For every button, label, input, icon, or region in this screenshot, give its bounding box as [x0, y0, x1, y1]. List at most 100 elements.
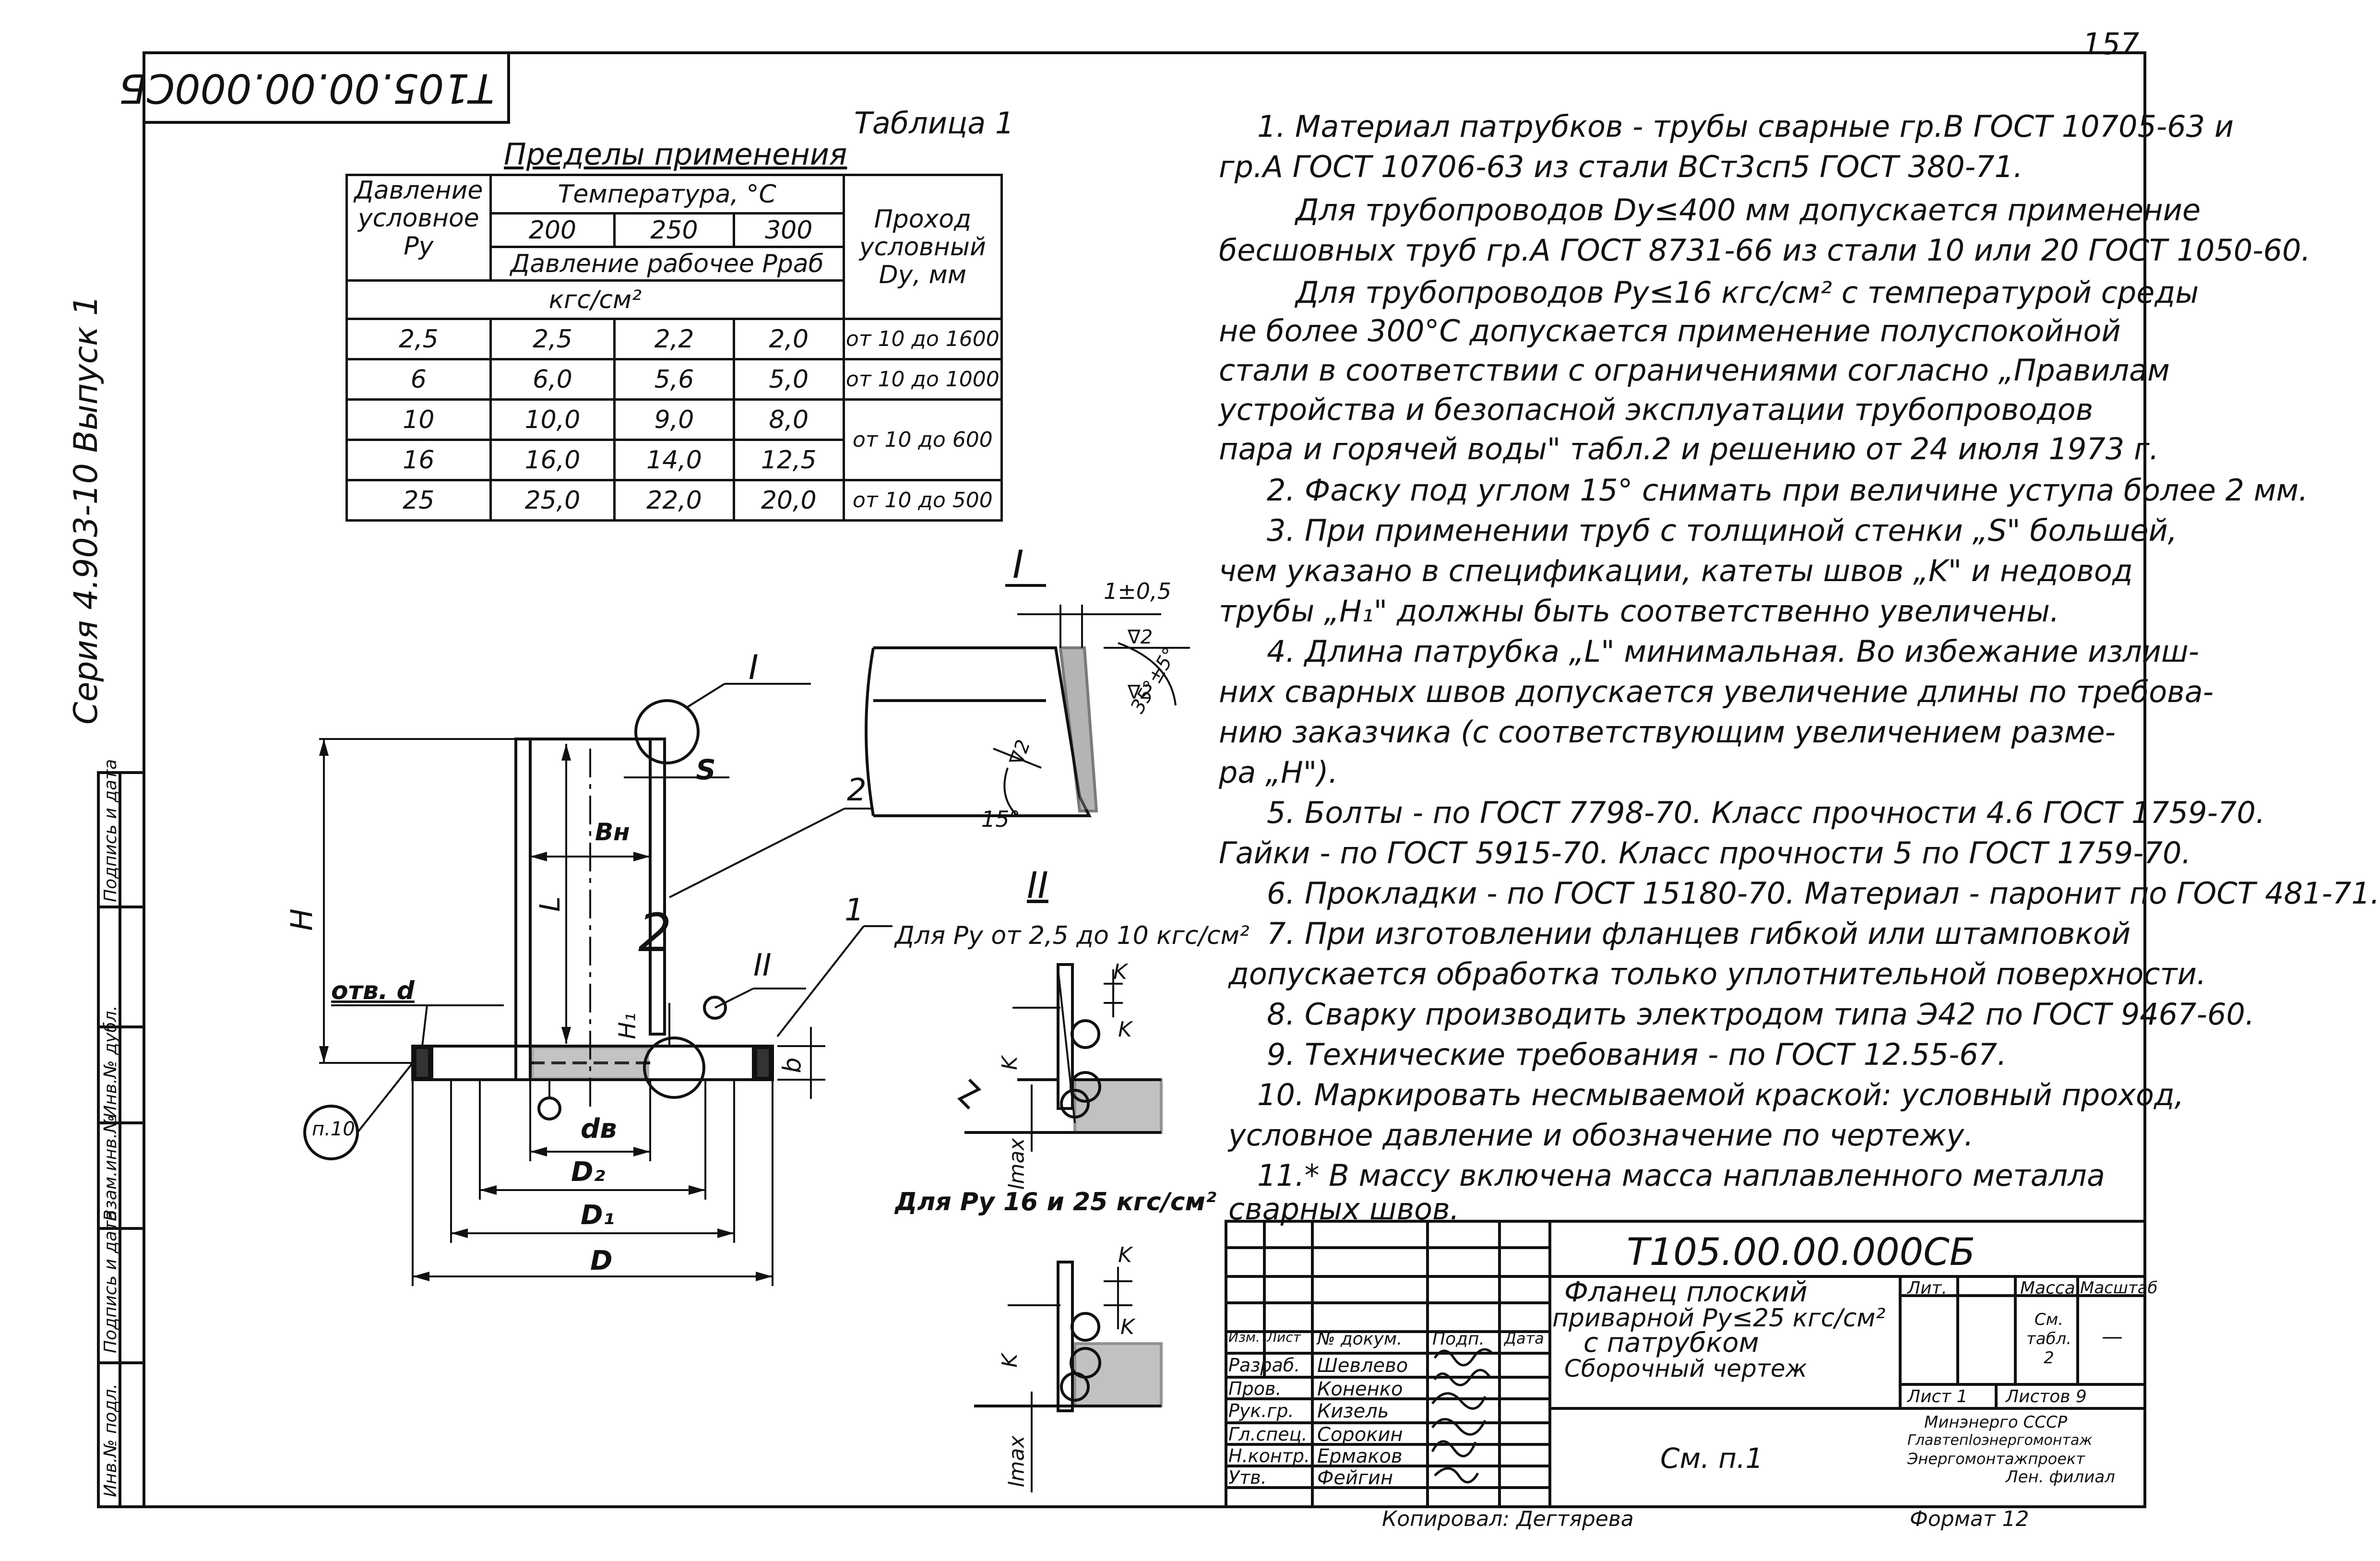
hole-label: отв. d	[331, 977, 415, 1005]
col-header-sign: Подп.	[1432, 1329, 1485, 1349]
dim-D2: D₂	[571, 1156, 606, 1188]
header-work-pressure: Давление рабочее Рраб	[489, 246, 845, 282]
side-label-1: Инв.№ подл.	[101, 1383, 120, 1497]
dim-b: b	[778, 1057, 807, 1073]
scale-value: —	[2102, 1324, 2123, 1349]
temp-250: 250	[613, 212, 735, 248]
table-cell: 16	[345, 439, 492, 481]
side-label-3: Взам.инв.№	[101, 1115, 120, 1221]
table-cell: 8,0	[732, 398, 845, 441]
note-line: бесшовных труб гр.А ГОСТ 8731-66 из стал…	[1219, 233, 2311, 268]
note-line: Для трубопроводов Dу≤400 мм допускается …	[1296, 192, 2201, 227]
note-line: 3. При применении труб с толщиной стенки…	[1267, 513, 2178, 548]
linework	[97, 51, 2146, 1508]
table-cell: 10,0	[489, 398, 616, 441]
callout-I-label: I	[749, 648, 759, 687]
side-label-4: Инв.№ дубл.	[101, 1005, 120, 1118]
table-cell: 2,2	[613, 318, 735, 360]
role-name: Коненко	[1317, 1378, 1403, 1400]
dim-H: H	[284, 908, 319, 931]
title-line-3: с патрубком	[1583, 1327, 1759, 1358]
weld2-K-left: K	[997, 1354, 1022, 1368]
part-2-label: 2	[847, 773, 867, 808]
table-cell: 2,5	[345, 318, 492, 360]
header-dn: Проход условный Dу, мм	[842, 174, 1003, 320]
note-line: 7. При изготовлении фланцев гибкой или ш…	[1267, 916, 2131, 951]
table-cell: от 10 до 600	[842, 398, 1003, 481]
weld2-lmax: lmax	[1004, 1435, 1029, 1488]
view-II-label: II	[1027, 864, 1048, 906]
weld2-caption: Для Ру 16 и 25 кгс/см²	[895, 1188, 1216, 1216]
role-label: Утв.	[1228, 1467, 1267, 1488]
col-header-list: Лист	[1267, 1329, 1301, 1345]
title-line-2: приварной Ру≤25 кгс/см²	[1552, 1304, 1886, 1333]
role-name: Шевлево	[1317, 1355, 1408, 1377]
table-cell: от 10 до 1000	[842, 358, 1003, 401]
weld2-K-side: K	[1120, 1315, 1134, 1339]
table-cell: 25,0	[489, 479, 616, 522]
detail-dim-label: 1±0,5	[1104, 578, 1171, 604]
weld1-caption: Для Ру от 2,5 до 10 кгс/см²	[895, 921, 1250, 950]
view-I-label: I	[1012, 542, 1024, 587]
note-line: трубы „H₁" должны быть соответственно ув…	[1219, 594, 2059, 629]
table-cell: 25	[345, 479, 492, 522]
org-line-2: Главтепloэнергомонтаж	[1907, 1432, 2093, 1449]
temp-200: 200	[489, 212, 616, 248]
detail-II-weld-1	[957, 963, 1163, 1152]
note-line: гр.А ГОСТ 10706-63 из стали ВСт3сп5 ГОСТ…	[1219, 149, 2023, 184]
dim-Bn: Вн	[595, 818, 630, 846]
title-block-grid	[1225, 1220, 2146, 1508]
dimension-arrows	[319, 739, 773, 1281]
header-lit: Лит.	[1907, 1278, 1947, 1298]
col-header-date: Дата	[1504, 1329, 1544, 1347]
table-cell: 5,0	[732, 358, 845, 401]
page-number: 157	[2082, 26, 2140, 61]
side-label-2: Подпись и дата	[101, 1210, 120, 1353]
weld-symbol: 2	[638, 902, 672, 964]
dim-S: S	[696, 753, 716, 786]
drawing-sheet: 157 Т105.00.00.000СБ Серия 4.903-10 Выпу…	[67, 26, 2380, 1531]
table-cell: 5,6	[613, 358, 735, 401]
temp-300: 300	[732, 212, 845, 248]
note-line: 9. Технические требования - по ГОСТ 12.5…	[1267, 1037, 2007, 1072]
dim-D1: D₁	[581, 1200, 615, 1231]
table-cell: 9,0	[613, 398, 735, 441]
detail-I	[865, 584, 1190, 817]
weld2-K-top: K	[1118, 1243, 1132, 1267]
note-line: пара и горячей воды" табл.2 и решению от…	[1219, 431, 2159, 466]
note-line: Гайки - по ГОСТ 5915-70. Класс прочности…	[1219, 835, 2191, 870]
org-line-1: Минэнерго СССР	[1924, 1413, 2068, 1432]
role-name: Ермаков	[1317, 1445, 1403, 1467]
note-line: 5. Болты - по ГОСТ 7798-70. Класс прочно…	[1267, 795, 2265, 830]
note-line: 2. Фаску под углом 15° снимать при велич…	[1267, 473, 2308, 508]
title-doc-code: Т105.00.00.000СБ	[1627, 1231, 1975, 1274]
applicability-table: Давление условное Ру Температура, °С Про…	[345, 174, 1003, 522]
weld1-K-top: K	[1113, 960, 1127, 984]
callout-II-label: II	[753, 948, 772, 983]
note-line: нию заказчика (с соответствующим увеличе…	[1219, 715, 2116, 750]
note-ref-label: п.10	[312, 1118, 355, 1140]
note-line: условное давление и обозначение по черте…	[1228, 1118, 1974, 1153]
weld1-K-side: K	[1118, 1017, 1132, 1042]
weld1-K-left: K	[997, 1056, 1022, 1070]
part-1-label: 1	[845, 893, 864, 928]
header-mass: Масса	[2020, 1278, 2075, 1298]
role-label: Рук.гр.	[1228, 1400, 1294, 1421]
title-line-4: Сборочный чертеж	[1564, 1355, 1807, 1382]
table-cell: 22,0	[613, 479, 735, 522]
role-label: Н.контр.	[1228, 1445, 1310, 1466]
dim-L: L	[534, 896, 567, 912]
header-unit: кгс/см²	[345, 279, 845, 320]
title-line-1: Фланец плоский	[1564, 1275, 1808, 1308]
role-name: Фейгин	[1317, 1467, 1393, 1489]
note-line: 11.* В массу включена масса наплавленног…	[1257, 1158, 2105, 1193]
table-cell: 2,0	[732, 318, 845, 360]
header-pressure: Давление условное Ру	[345, 174, 492, 282]
note-line: чем указано в спецификации, катеты швов …	[1219, 553, 2133, 588]
role-label: Пров.	[1228, 1378, 1282, 1399]
detail-weld-2	[974, 1261, 1163, 1492]
table-cell: 10	[345, 398, 492, 441]
table-cell: 2,5	[489, 318, 616, 360]
roughness-1: ∇2	[1128, 626, 1153, 648]
sheet-label: Лист 1	[1907, 1387, 1968, 1406]
